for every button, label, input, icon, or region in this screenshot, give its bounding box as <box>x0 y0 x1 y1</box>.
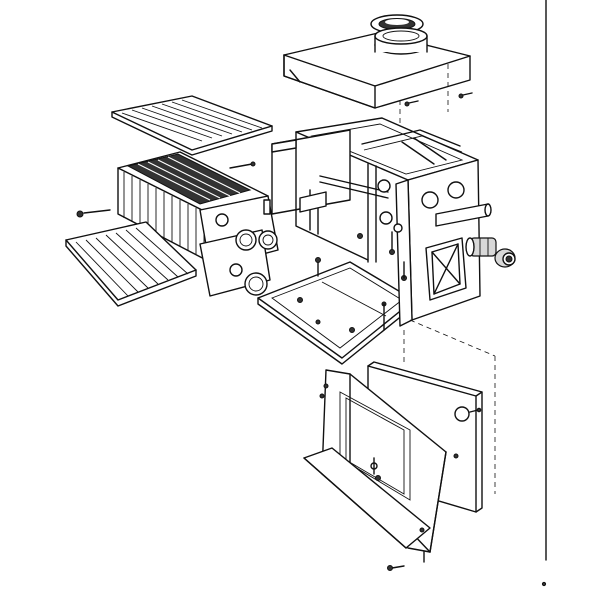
screw-icon <box>76 209 111 218</box>
burner-icon <box>65 221 197 307</box>
combustion-chamber-icon <box>257 257 415 365</box>
assembly-guide-lines <box>403 319 496 494</box>
top-hood-panel <box>283 27 471 128</box>
heat-exchanger-icon <box>117 151 279 297</box>
screw-icon <box>387 551 547 587</box>
gas-valve-icon <box>465 237 516 268</box>
screw-icon <box>404 92 473 107</box>
cabinet-frame <box>271 117 492 327</box>
baffle-grille <box>111 95 273 156</box>
front-access-panel <box>303 369 447 553</box>
